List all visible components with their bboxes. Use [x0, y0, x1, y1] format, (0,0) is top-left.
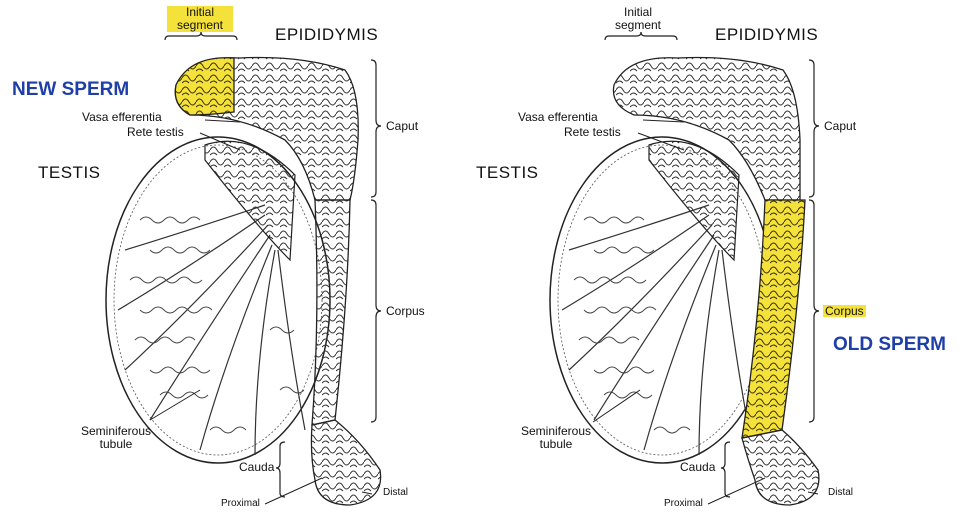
right-proximal-label: Proximal: [664, 499, 703, 509]
right-seminiferous-tubule-label: Seminiferous tubule: [516, 425, 596, 451]
left-new-sperm-callout: NEW SPERM: [12, 80, 129, 99]
left-vasa-efferentia-label: Vasa efferentia: [82, 111, 162, 123]
left-epididymis-corpus: [312, 200, 350, 425]
left-testis-label: TESTIS: [38, 164, 101, 181]
left-epididymis-cauda: [311, 420, 380, 505]
right-corpus-label: Corpus: [823, 305, 866, 317]
left-corpus-label: Corpus: [386, 305, 425, 317]
left-seminiferous-tubule-label: Seminiferous tubule: [76, 425, 156, 451]
left-initial-segment-text: Initial segment: [177, 5, 223, 32]
right-epididymis-cauda: [742, 430, 819, 505]
right-caput-label: Caput: [824, 120, 856, 132]
right-testis-body: [550, 137, 774, 463]
right-rete-testis-label: Rete testis: [564, 126, 621, 138]
right-cauda-label: Cauda: [680, 461, 715, 473]
right-testis-label: TESTIS: [476, 164, 539, 181]
left-rete-testis-label: Rete testis: [127, 126, 184, 138]
right-epididymis-label: EPIDIDYMIS: [715, 26, 818, 43]
left-proximal-label: Proximal: [221, 499, 260, 509]
right-old-sperm-callout: OLD SPERM: [833, 335, 946, 354]
left-cauda-label: Cauda: [239, 461, 274, 473]
left-caput-label: Caput: [386, 120, 418, 132]
left-distal-label: Distal: [383, 488, 408, 498]
right-distal-label: Distal: [828, 488, 853, 498]
left-testis-body: [106, 137, 330, 463]
left-initial-segment-label: Initial segment: [167, 6, 233, 32]
left-initial-segment-highlight: [175, 58, 234, 115]
right-vasa-efferentia-label: Vasa efferentia: [518, 111, 598, 123]
left-epididymis-label: EPIDIDYMIS: [275, 26, 378, 43]
right-initial-segment-label: Initial segment: [607, 6, 669, 32]
